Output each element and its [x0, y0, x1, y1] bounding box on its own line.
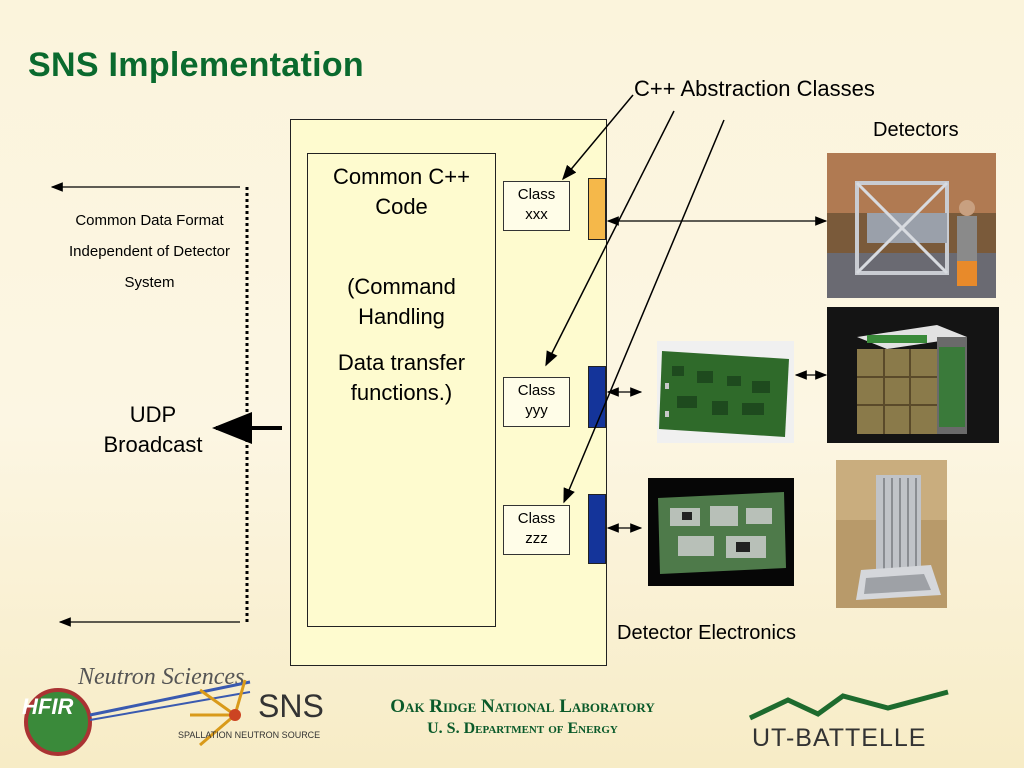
detector-photo-1	[827, 153, 996, 298]
footer: Neutron Sciences HFIR SNS SPALLATION NEU…	[0, 660, 1024, 768]
udp-line-2: Broadcast	[103, 432, 203, 457]
class-yyy-box: Class yyy	[503, 377, 570, 427]
electronics-photo-2	[648, 478, 794, 586]
code-line-3: (Command	[347, 274, 456, 299]
ut-battelle-text: UT-BATTELLE	[752, 724, 927, 752]
detector-electronics-label: Detector Electronics	[617, 622, 796, 644]
ut-battelle-logo	[748, 689, 949, 721]
detector-photo-3	[836, 460, 947, 608]
electronics-photo-1	[657, 341, 794, 443]
class-yyy-line-1: Class	[517, 382, 556, 399]
udp-broadcast-label: UDP Broadcast	[88, 400, 218, 460]
udp-line-1: UDP	[129, 402, 177, 427]
detectors-label: Detectors	[873, 119, 959, 141]
common-format-label: Common Data Format Independent of Detect…	[52, 205, 247, 298]
common-format-line-3: System	[124, 274, 175, 291]
code-line-2: Code	[375, 194, 428, 219]
code-line-6: functions.)	[350, 380, 453, 405]
code-line-1: Common C++	[333, 164, 470, 189]
common-format-line-2: Independent of Detector	[69, 243, 230, 260]
code-line-4: Handling	[358, 304, 445, 329]
class-xxx-box: Class xxx	[503, 181, 570, 231]
hfir-logo-text: HFIR	[22, 694, 74, 719]
class-yyy-line-2: yyy	[525, 402, 548, 419]
detector-photo-2	[827, 307, 999, 443]
org-line-2: U. S. Department of Energy	[427, 720, 618, 737]
class-zzz-box: Class zzz	[503, 505, 570, 555]
sns-logo-subtext: SPALLATION NEUTRON SOURCE	[178, 730, 321, 740]
page-title: SNS Implementation	[28, 46, 365, 84]
abstraction-classes-label: C++ Abstraction Classes	[634, 76, 875, 101]
common-code-box: Common C++ Code (Command Handling Data t…	[307, 153, 496, 627]
class-xxx-line-1: Class	[517, 186, 556, 203]
sns-logo-text: SNS	[258, 688, 324, 724]
class-zzz-line-1: Class	[517, 510, 556, 527]
port-zzz	[588, 494, 606, 564]
neutron-sciences-logo-text: Neutron Sciences	[78, 664, 245, 690]
org-line-1: Oak Ridge National Laboratory	[390, 696, 655, 717]
port-xxx	[588, 178, 606, 240]
code-line-5: Data transfer	[337, 350, 466, 375]
neutron-sciences-logo	[24, 679, 251, 756]
common-format-line-1: Common Data Format	[75, 212, 224, 229]
class-xxx-line-2: xxx	[525, 206, 548, 223]
class-zzz-line-2: zzz	[525, 530, 548, 547]
